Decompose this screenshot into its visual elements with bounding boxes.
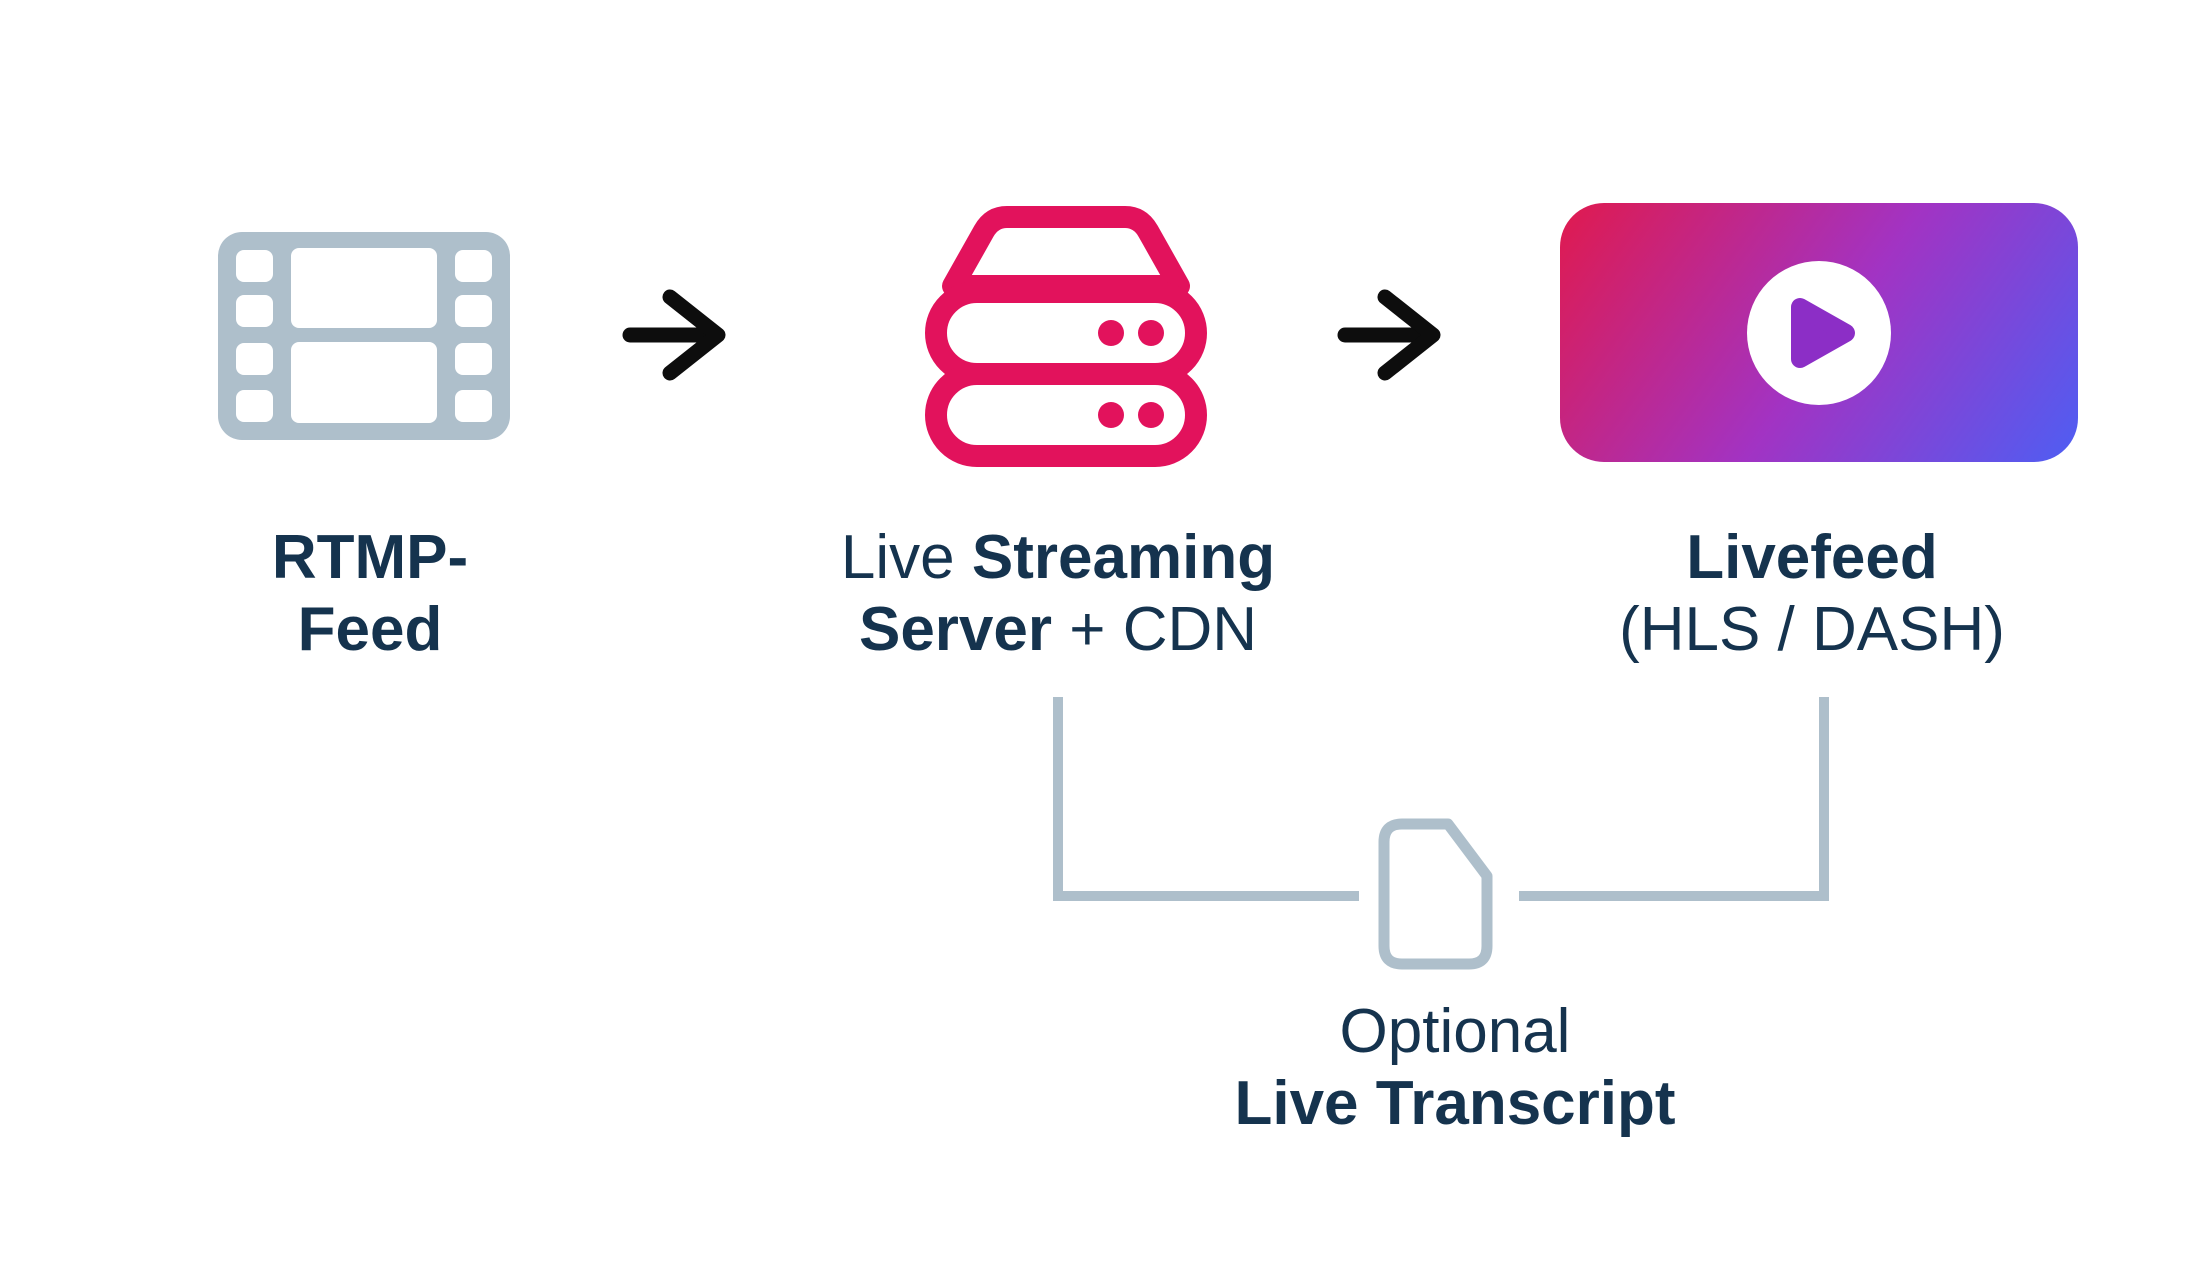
document-icon [1378,818,1493,970]
optional-transcript-label-line1: Optional [1339,997,1571,1066]
livefeed-label: Livefeed (HLS / DASH) [1492,522,2132,666]
play-triangle-icon [1791,298,1855,368]
transcript-connector-left-vertical [1053,697,1063,901]
livefeed-label-line1: Livefeed [1686,523,1938,592]
arrow-right-icon [622,289,726,381]
play-button [1747,261,1891,405]
rtmp-feed-label: RTMP- Feed [50,522,690,666]
optional-transcript-label-line2: Live Transcript [1234,1069,1676,1138]
livefeed-label-line2: (HLS / DASH) [1619,595,2005,664]
rtmp-feed-label-line2: Feed [297,595,443,664]
transcript-connector-right-vertical [1819,697,1829,901]
streaming-server-label-line2-bold: Server [858,595,1053,664]
optional-transcript-label: Optional Live Transcript [1135,996,1775,1140]
streaming-server-label-line2-regular: + CDN [1052,595,1258,664]
server-icon [925,206,1207,467]
transcript-connector-left-horizontal [1053,891,1359,901]
streaming-server-label: Live Streaming Server + CDN [738,522,1378,666]
rtmp-feed-label-line1: RTMP- [271,523,469,592]
streaming-server-label-line1-regular: Live [840,523,972,592]
streaming-server-label-line1-bold: Streaming [971,523,1276,592]
film-icon [218,232,510,440]
arrow-right-icon [1337,289,1441,381]
transcript-connector-right-horizontal [1519,891,1829,901]
video-player-icon [1560,203,2078,462]
